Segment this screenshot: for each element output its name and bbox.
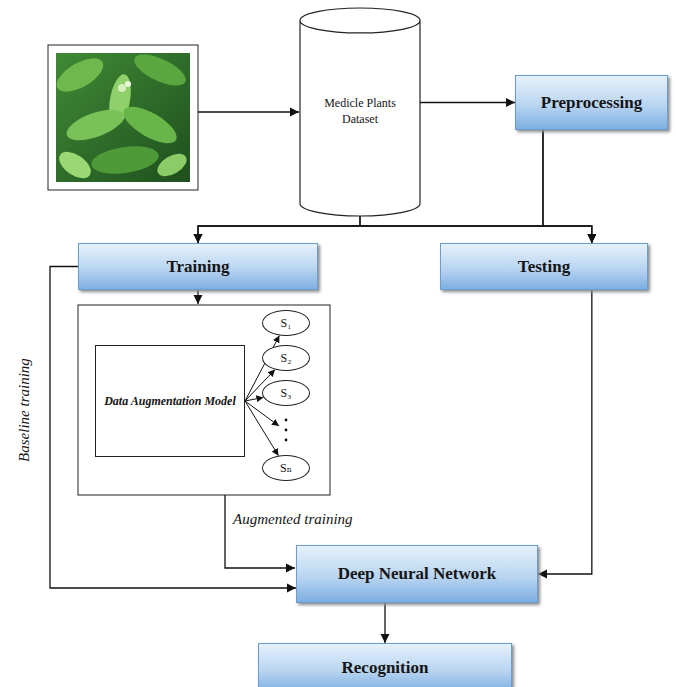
process-box: Recognition	[258, 643, 512, 687]
augmented-line	[225, 495, 295, 568]
connector-arrow	[245, 397, 263, 401]
dots-arrow	[245, 401, 279, 426]
node-text: S₃	[281, 386, 292, 401]
ellipsis-dots	[285, 419, 288, 442]
connector-arrow	[198, 216, 360, 243]
node-text: Training	[167, 257, 230, 277]
node-text: Deep Neural Network	[338, 564, 497, 584]
connector-arrow	[538, 290, 592, 574]
node-text: S₂	[281, 351, 292, 366]
process-box: Deep Neural Network	[296, 545, 538, 603]
sample-circle: S₁	[262, 310, 310, 336]
connector-arrow	[50, 267, 296, 589]
line-label: Baseline training	[16, 356, 33, 464]
node-text: Testing	[518, 257, 570, 277]
connector-arrow	[245, 401, 278, 456]
sample-circle: S₃	[262, 380, 310, 406]
connector-arrow	[543, 130, 592, 243]
line-label: Augmented training	[231, 511, 355, 528]
connector-arrow	[360, 216, 592, 243]
dataset-cylinder: Medicle Plants Dataset	[300, 8, 420, 216]
sample-circle: Sₙ	[262, 455, 310, 481]
sample-circle: S₂	[262, 345, 310, 371]
plant-photo	[48, 45, 198, 190]
node-text: Medicle Plants Dataset	[308, 96, 412, 127]
photo-arrow	[198, 111, 299, 112]
augmentation-frame	[78, 305, 330, 495]
process-box: Testing	[440, 243, 648, 290]
process-box: Preprocessing	[515, 75, 668, 130]
node-text: Recognition	[342, 658, 429, 678]
connector-arrow	[419, 102, 515, 103]
node-text: Data Augmentation Model	[104, 394, 236, 409]
node-text: Preprocessing	[541, 93, 642, 113]
node-text: Sₙ	[280, 461, 292, 476]
training-to-frame-arrow	[197, 290, 198, 304]
process-box: Training	[78, 243, 318, 290]
node-text: S₁	[281, 316, 292, 331]
model-box: Data Augmentation Model	[95, 345, 245, 457]
connector-arrow	[384, 603, 385, 643]
